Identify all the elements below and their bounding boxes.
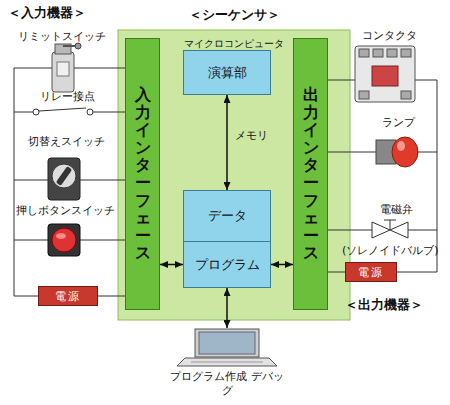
power-box: 電源 bbox=[345, 262, 397, 282]
node-text: 入力インターフェース bbox=[135, 86, 151, 262]
bus-arrow bbox=[271, 264, 293, 266]
panel-fill bbox=[118, 30, 350, 320]
output-interface: 出力インターフェース bbox=[293, 38, 328, 310]
bus-arrow bbox=[226, 288, 228, 328]
device-label: ランプ bbox=[382, 115, 415, 130]
data-box: データ bbox=[183, 190, 271, 242]
panel-heading: ＜シーケンサ＞ bbox=[189, 6, 280, 24]
node-text: 演算部 bbox=[208, 64, 247, 82]
laptop-icon bbox=[165, 328, 289, 368]
bus-arrow bbox=[160, 264, 183, 266]
selector-switch-icon bbox=[48, 158, 80, 200]
device-label: リレー接点 bbox=[40, 89, 95, 104]
program-box: プログラム bbox=[183, 241, 271, 288]
power-box: 電源 bbox=[38, 286, 98, 306]
bus-arrow bbox=[226, 95, 228, 190]
device-label: 電磁弁 bbox=[380, 202, 413, 217]
node-text: データ bbox=[208, 207, 247, 225]
device-label: (ソレノイドバルブ) bbox=[342, 243, 439, 258]
memory-label: メモリ bbox=[235, 128, 268, 143]
device-label: 押しボタンスイッチ bbox=[16, 203, 115, 218]
node-text: マイクロコンピュータ bbox=[184, 37, 284, 51]
node-text: 電源 bbox=[358, 265, 384, 280]
solenoid-valve-symbol bbox=[372, 220, 408, 238]
relay-contact-symbol bbox=[33, 109, 93, 115]
node-text: 出力インターフェース bbox=[303, 86, 319, 262]
device-label: コンタクタ bbox=[362, 28, 417, 43]
limit-switch-icon bbox=[52, 43, 81, 92]
group-heading: ＜出力機器＞ bbox=[345, 296, 423, 314]
device-label: 切替えスイッチ bbox=[28, 134, 105, 149]
group-heading: ＜入力機器＞ bbox=[8, 4, 86, 22]
node-text: プログラム作成 デバッグ bbox=[165, 370, 289, 398]
node-text: 電源 bbox=[55, 289, 81, 304]
arithmetic-unit: 演算部 bbox=[183, 50, 271, 95]
contactor-icon bbox=[355, 46, 415, 102]
sequencer-panel: ＜シーケンサ＞マイクロコンピュータ入力インターフェース出力インターフェース演算部… bbox=[118, 30, 350, 320]
device-label: リミットスイッチ bbox=[18, 29, 106, 44]
programming-pc: プログラム作成 デバッグ bbox=[165, 328, 289, 398]
push-button-icon bbox=[48, 224, 80, 256]
node-text: プログラム bbox=[195, 256, 260, 274]
lamp-icon bbox=[376, 137, 418, 167]
input-interface: 入力インターフェース bbox=[125, 38, 160, 310]
